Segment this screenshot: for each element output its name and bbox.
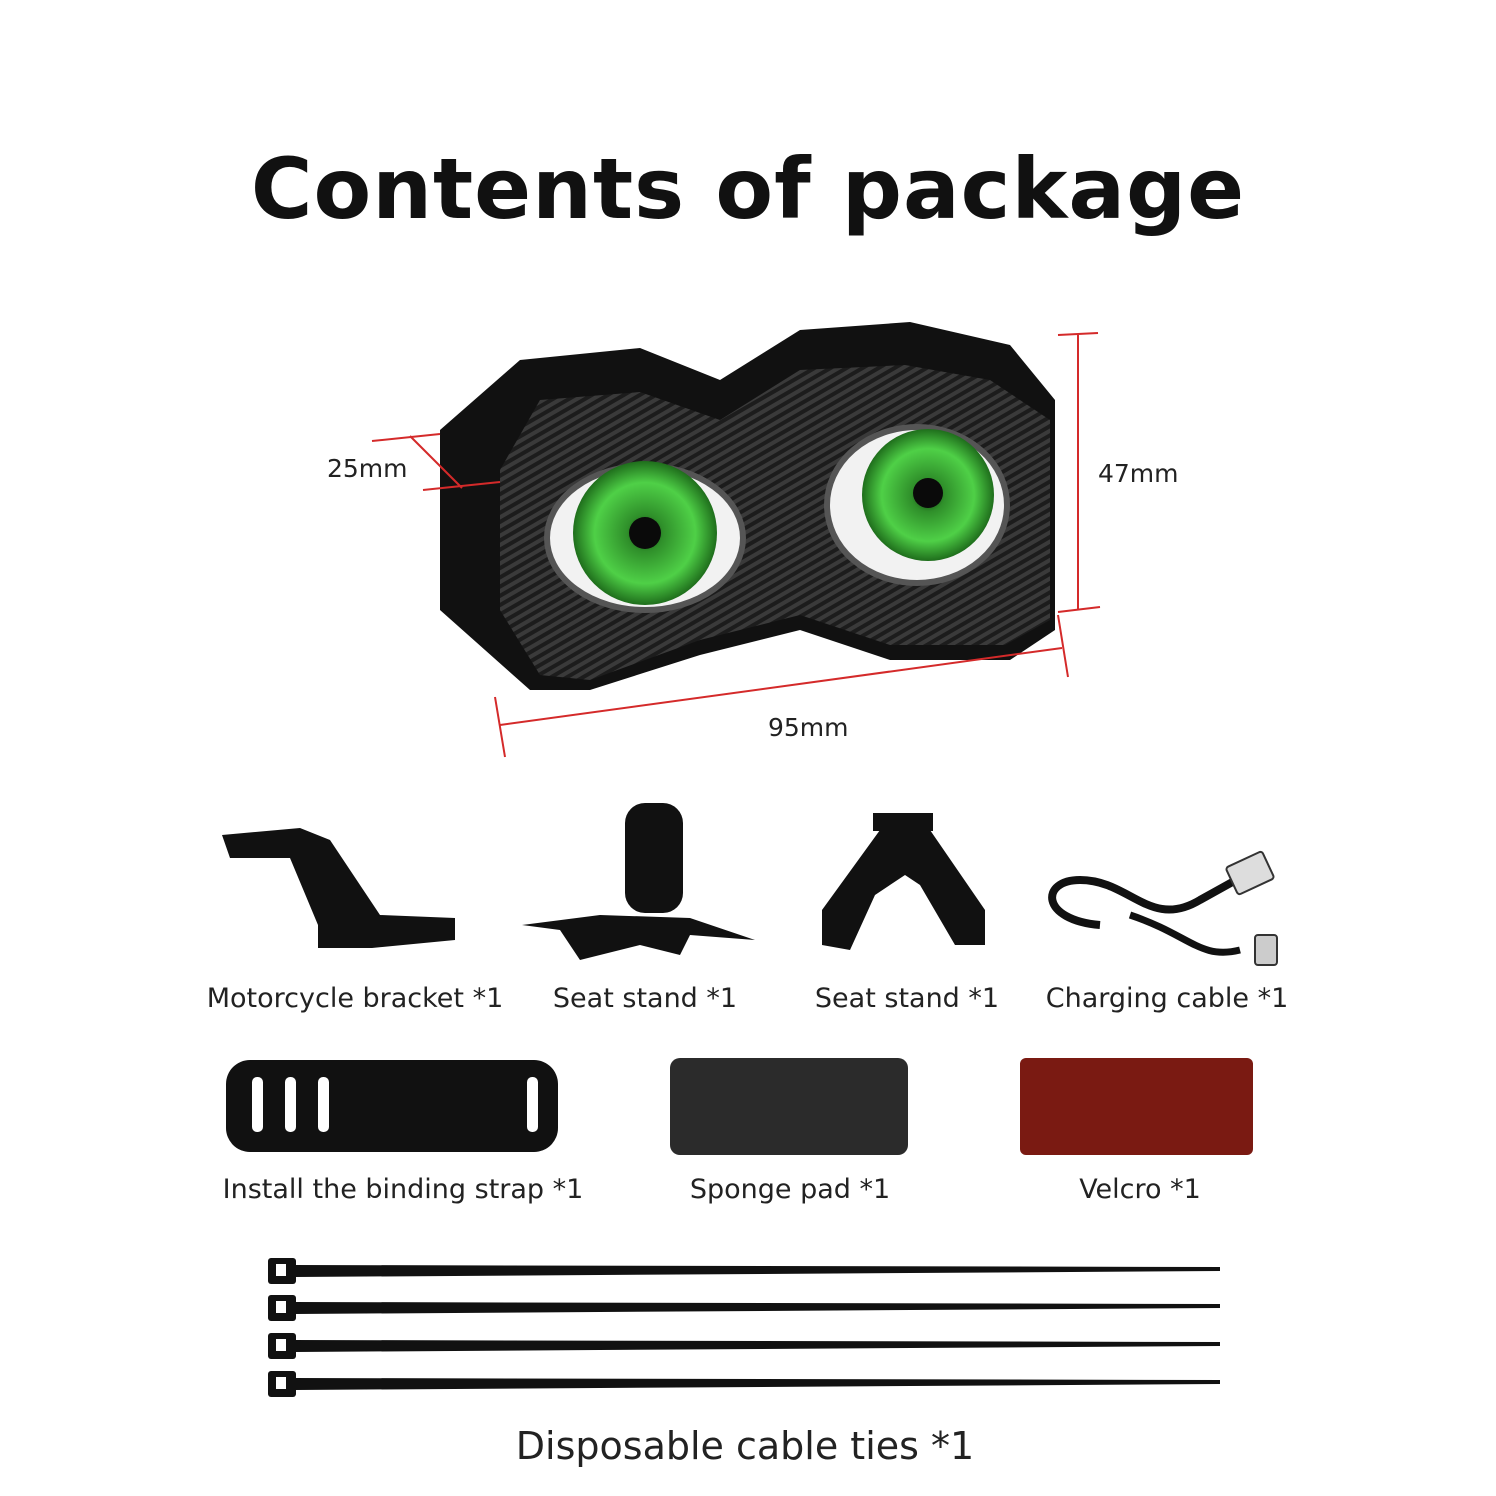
left-eye-icon [544,461,746,613]
seat-stand-icon [522,803,755,960]
item-label: Seat stand *1 [814,983,1000,1014]
motorcycle-bracket-icon [222,828,455,948]
velcro-icon [1020,1058,1253,1155]
usb-cable-icon [1048,850,1278,966]
right-eye-icon [824,424,1010,586]
cable-ties-icon [268,1258,1220,1397]
item-label: Charging cable *1 [1045,983,1289,1014]
cable-ties-label: Disposable cable ties *1 [515,1424,975,1468]
item-label: Seat stand *1 [552,983,738,1014]
seat-stand-clip-icon [822,813,985,950]
binding-strap-icon [226,1060,558,1152]
width-dimension: 95mm [768,713,849,742]
page-title: Contents of package [250,140,1246,238]
sponge-pad-icon [670,1058,908,1155]
item-label: Velcro *1 [1079,1174,1201,1205]
item-label: Motorcycle bracket *1 [206,983,504,1014]
item-label: Install the binding strap *1 [222,1174,584,1205]
item-label: Sponge pad *1 [689,1174,891,1205]
depth-dimension: 25mm [327,454,408,483]
dimension-lines [371,332,1101,758]
height-dimension: 47mm [1098,459,1179,488]
eye-display-device [440,322,1055,690]
